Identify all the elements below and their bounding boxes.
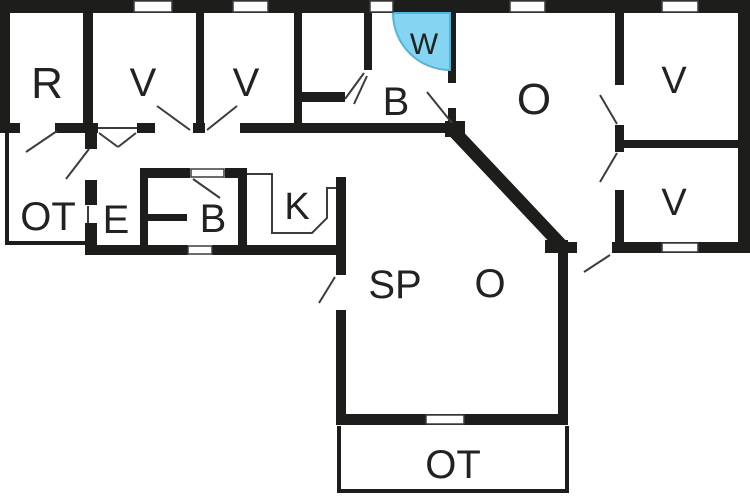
door-leaf [192, 178, 221, 199]
closet-fold-door [117, 132, 137, 148]
window [661, 242, 699, 253]
window [661, 0, 699, 13]
room-label-ot-left: OT [20, 195, 76, 239]
window [133, 0, 173, 13]
terrace-left-outline [5, 133, 90, 245]
kitchen-counter-outline [247, 173, 336, 234]
door-leaf [426, 91, 453, 124]
room-label-ot-bottom: OT [425, 443, 481, 487]
door-leaf [156, 105, 191, 131]
room-label-b-inner: B [199, 197, 227, 241]
door-leaf [206, 105, 238, 131]
door-leaf [344, 72, 365, 100]
room-label-b-top: B [382, 80, 410, 124]
door-leaf [353, 75, 368, 105]
windows [133, 0, 699, 425]
door-leaf [25, 130, 58, 153]
shower-arc [391, 12, 451, 72]
window [509, 0, 546, 13]
room-label-e: E [102, 198, 130, 242]
door-leaf [318, 276, 336, 304]
room-label-o-top: O [516, 75, 552, 124]
window [425, 414, 465, 425]
exterior-door-gap [369, 0, 394, 13]
door-leaf [65, 148, 90, 180]
room-label-k: K [284, 186, 310, 228]
room-label-sp: SP [368, 263, 422, 307]
room-label-w: W [409, 28, 439, 61]
room-label-v2: V [232, 61, 260, 105]
closet-fold-door [98, 132, 119, 148]
room-label-v-right1: V [661, 60, 687, 102]
terrace-bottom-outline [337, 426, 569, 493]
window [187, 245, 213, 255]
room-label-v1: V [129, 61, 157, 105]
room-label-r: R [31, 59, 63, 108]
door-leaf [599, 94, 618, 125]
room-label-o-main: O [474, 262, 506, 306]
window [232, 0, 269, 13]
terrace-and-counter-outlines [5, 133, 569, 493]
door-leaf [583, 254, 611, 273]
door-leaf [599, 152, 618, 183]
room-label-v-right2: V [661, 182, 687, 224]
door-swings [25, 72, 618, 304]
bath-door-leaf [190, 168, 225, 178]
